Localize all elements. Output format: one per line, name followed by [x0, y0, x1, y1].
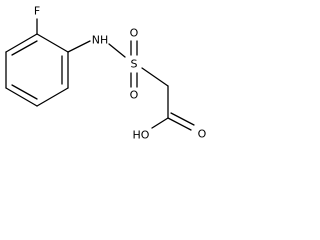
sulfur-label: S — [131, 58, 138, 71]
s-c-bond — [141, 67, 169, 87]
c-o-double-bond — [170, 112, 195, 126]
n-s-bond — [108, 43, 126, 58]
ring-bond — [36, 87, 69, 107]
sulfonyl-oxygen-top-label: O — [130, 27, 139, 40]
ring-double-bond-inner — [11, 40, 38, 56]
sulfonyl-oxygen-bottom-label: O — [130, 89, 139, 102]
ring-bond — [36, 33, 69, 53]
structure-diagram: F NH S O O O HO — [5, 5, 207, 142]
ring-bond — [5, 33, 38, 53]
c-n-bond — [67, 40, 91, 53]
c-oh-bond — [151, 117, 169, 129]
ring-double-bond-inner — [11, 84, 38, 100]
hydroxyl-label: HO — [133, 129, 150, 142]
fluorine-label: F — [34, 5, 40, 18]
ring-bond — [5, 87, 38, 107]
benzene-ring — [5, 33, 69, 107]
c-o-double-bond — [167, 117, 192, 131]
nh-label: NH — [92, 34, 109, 47]
carbonyl-oxygen-label: O — [198, 128, 207, 141]
